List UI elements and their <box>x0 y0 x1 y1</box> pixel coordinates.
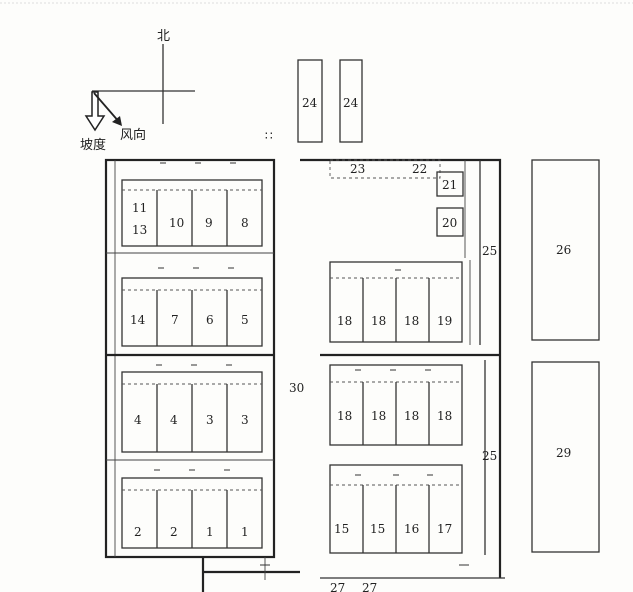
hydrant-ticks <box>154 162 469 566</box>
label-29: 29 <box>556 446 571 460</box>
cell-5: 5 <box>241 313 249 327</box>
cell-18-f1: 18 <box>337 409 352 423</box>
cell-16: 16 <box>404 522 419 536</box>
cell-19: 19 <box>437 314 452 328</box>
cell-6: 6 <box>206 313 214 327</box>
cell-2b: 2 <box>170 525 178 539</box>
cell-13: 13 <box>132 223 147 237</box>
slope-arrow-icon <box>84 91 106 132</box>
top-right-service: 23 22 21 20 25 <box>300 158 502 578</box>
label-26: 26 <box>556 243 571 257</box>
cell-4a: 4 <box>134 413 142 427</box>
building-29 <box>531 361 600 553</box>
cell-18-f3: 18 <box>404 409 419 423</box>
cell-11: 11 <box>132 201 147 215</box>
label-20: 20 <box>442 216 457 230</box>
cell-18-e3: 18 <box>404 314 419 328</box>
cell-8: 8 <box>241 216 249 230</box>
cell-3a: 3 <box>206 413 214 427</box>
building-24-right <box>339 59 363 143</box>
wind-arrow-line <box>93 92 121 124</box>
block-d: 2 2 1 1 <box>121 477 263 549</box>
cell-18-f4: 18 <box>437 409 452 423</box>
wind-arrow-icon <box>112 116 122 126</box>
cell-18-e1: 18 <box>337 314 352 328</box>
road-label-30: 30 <box>289 381 304 395</box>
cell-4b: 4 <box>170 413 178 427</box>
cell-17: 17 <box>437 522 452 536</box>
block-g: 15 15 16 17 <box>329 464 463 554</box>
left-compound-outline <box>104 158 276 559</box>
block-a: 11 13 10 9 8 <box>121 179 263 247</box>
cell-15b: 15 <box>370 522 385 536</box>
label-22: 22 <box>412 162 427 176</box>
gate-symbol: ∷ <box>265 129 273 143</box>
label-27: 27 <box>330 581 345 592</box>
building-26 <box>531 159 600 341</box>
cell-18-f2: 18 <box>371 409 386 423</box>
north-label: 北 <box>157 29 170 44</box>
cell-1a: 1 <box>206 525 214 539</box>
block-b: 14 7 6 5 <box>121 277 263 347</box>
label-23: 23 <box>350 162 365 176</box>
cell-9: 9 <box>205 216 213 230</box>
cell-3b: 3 <box>241 413 249 427</box>
compass: 北 坡度 风向 <box>80 29 195 153</box>
label-21: 21 <box>442 178 457 192</box>
label-24-right: 24 <box>343 96 359 110</box>
cell-7: 7 <box>171 313 179 327</box>
label-24-left: 24 <box>302 96 318 110</box>
label-25-top: 25 <box>482 244 497 258</box>
cell-14: 14 <box>130 313 146 327</box>
cell-2a: 2 <box>134 525 142 539</box>
cell-18-e2: 18 <box>371 314 386 328</box>
block-f: 18 18 18 18 <box>329 364 463 446</box>
cell-1b: 1 <box>241 525 249 539</box>
building-24-left <box>297 59 323 143</box>
wind-label: 风向 <box>120 127 146 143</box>
cell-10: 10 <box>169 216 184 230</box>
block-e: 18 18 18 19 <box>329 261 463 343</box>
label-25-bottom: 25 <box>482 449 497 463</box>
block-c: 4 4 3 3 <box>121 371 263 453</box>
slope-label: 坡度 <box>80 137 106 153</box>
cell-15a: 15 <box>334 522 349 536</box>
label-27b: 27 <box>362 581 377 592</box>
